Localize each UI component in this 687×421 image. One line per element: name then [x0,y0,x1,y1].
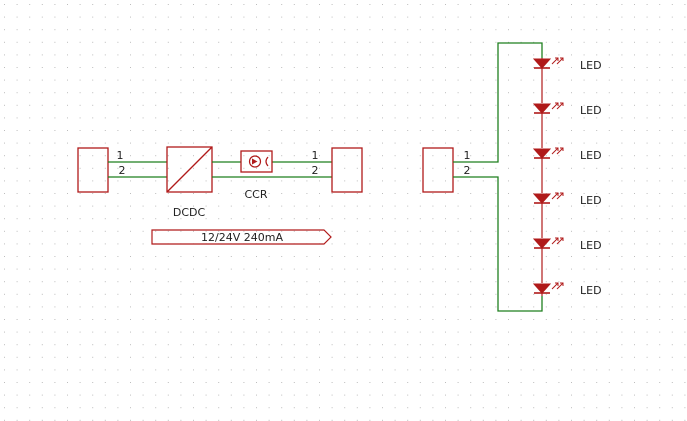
regulator-arc-icon [265,156,269,167]
light-emission-arrows-icon [551,192,564,200]
left-circuit: 1 2 DCDC CCR 1 2 [77,146,363,245]
led-connector-pin-1: 1 [464,149,471,162]
ccr-label: CCR [244,188,267,201]
led-2[interactable]: LED [532,102,602,117]
light-emission-arrows-icon [551,102,564,110]
led-label: LED [580,239,602,252]
input-connector-pin-2: 2 [119,164,126,177]
led-label: LED [580,284,602,297]
led-triangle-icon [532,283,552,294]
led-label: LED [580,104,602,117]
output-connector-body[interactable] [331,147,363,193]
led-triangle-icon [532,103,552,114]
net-label-text: 12/24V 240mA [201,231,283,244]
output-connector[interactable]: 1 2 [312,147,363,193]
grid-dots [4,4,686,421]
output-connector-pin-2: 2 [312,164,319,177]
input-connector[interactable]: 1 2 [77,147,126,193]
ccr-regulator-body[interactable] [240,150,273,173]
right-circuit: 1 2 LED LED LED LED LED LED [422,42,602,312]
led-triangle-icon [532,148,552,159]
led-label: LED [580,149,602,162]
led-label: LED [580,59,602,72]
dcdc-label: DCDC [173,206,206,219]
current-source-icon [248,155,262,168]
wire-pin1-to-led-chain-top[interactable] [453,42,543,163]
light-emission-arrows-icon [551,237,564,245]
input-connector-pin-1: 1 [117,149,124,162]
led-connector[interactable]: 1 2 [422,147,471,193]
light-emission-arrows-icon [551,147,564,155]
led-label: LED [580,194,602,207]
light-emission-arrows-icon [551,57,564,65]
led-1[interactable]: LED [532,57,602,72]
light-emission-arrows-icon [551,282,564,290]
current-arrow-icon [252,158,258,165]
input-connector-body[interactable] [77,147,109,193]
dcdc-converter[interactable]: DCDC [166,146,213,219]
output-connector-pin-1: 1 [312,149,319,162]
led-5[interactable]: LED [532,237,602,252]
led-connector-body[interactable] [422,147,454,193]
ccr-regulator[interactable]: CCR [240,150,273,201]
dcdc-converter-body[interactable] [166,146,213,193]
led-chain: LED LED LED LED LED LED [532,57,602,297]
led-triangle-icon [532,193,552,204]
net-label-outline[interactable] [151,229,332,245]
dcdc-diagonal-icon [166,146,213,193]
net-label[interactable]: 12/24V 240mA [151,229,332,245]
led-connector-pin-2: 2 [464,164,471,177]
led-triangle-icon [532,238,552,249]
wire-pin2-to-led-chain-bottom[interactable] [453,176,543,312]
